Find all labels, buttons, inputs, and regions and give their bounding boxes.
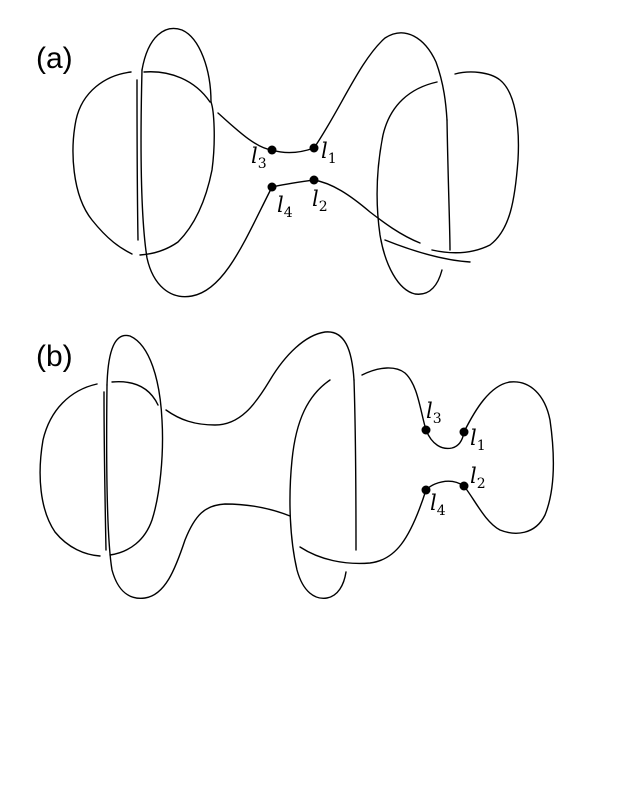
strand bbox=[72, 71, 133, 255]
strand bbox=[361, 367, 427, 431]
strand bbox=[446, 119, 451, 251]
panel-b-middle-strands bbox=[289, 367, 427, 599]
strand bbox=[271, 179, 315, 188]
strand bbox=[431, 71, 520, 254]
point-l4-label: l4 bbox=[277, 193, 293, 221]
point-l4-label: l4 bbox=[430, 491, 446, 519]
strand bbox=[425, 429, 465, 450]
panel-b-left-strands bbox=[39, 331, 355, 599]
strand bbox=[217, 112, 315, 154]
strand bbox=[384, 239, 471, 263]
point-l2-dot bbox=[309, 175, 319, 185]
strand bbox=[463, 381, 554, 534]
point-l4-dot bbox=[267, 182, 277, 192]
strand bbox=[111, 381, 159, 406]
strand bbox=[165, 331, 355, 426]
strand bbox=[425, 480, 465, 491]
panel-a: (a) l3 l1 l4 l2 bbox=[36, 27, 520, 298]
strand bbox=[140, 69, 273, 298]
strand bbox=[106, 334, 164, 556]
strand bbox=[141, 27, 212, 103]
strand bbox=[353, 379, 357, 551]
panel-a-label: (a) bbox=[36, 42, 73, 75]
strand bbox=[143, 71, 211, 103]
strand bbox=[313, 179, 421, 244]
strand bbox=[376, 81, 443, 295]
point-l3-dot bbox=[267, 145, 277, 155]
point-l1-dot bbox=[459, 427, 469, 437]
point-l3-dot bbox=[421, 425, 431, 435]
strand bbox=[136, 79, 139, 241]
point-l2-label: l2 bbox=[312, 187, 328, 215]
point-l1-label: l1 bbox=[470, 426, 486, 454]
strand bbox=[313, 32, 448, 149]
strand bbox=[105, 384, 291, 599]
point-l1-label: l1 bbox=[321, 139, 337, 167]
point-l3-label: l3 bbox=[426, 399, 442, 427]
strand bbox=[103, 391, 107, 551]
point-l1-dot bbox=[309, 143, 319, 153]
strand bbox=[39, 383, 101, 557]
panel-b: (b) l3 l1 l4 l2 bbox=[36, 331, 554, 599]
strand bbox=[299, 489, 427, 565]
panel-a-left-strands bbox=[72, 27, 315, 298]
panel-b-label: (b) bbox=[36, 340, 73, 373]
point-l4-dot bbox=[421, 485, 431, 495]
point-l2-label: l2 bbox=[470, 464, 486, 492]
panel-a-right-strands bbox=[271, 32, 520, 295]
strand bbox=[139, 101, 215, 256]
point-l2-dot bbox=[459, 481, 469, 491]
point-l3-label: l3 bbox=[251, 144, 267, 172]
strand bbox=[289, 379, 347, 599]
